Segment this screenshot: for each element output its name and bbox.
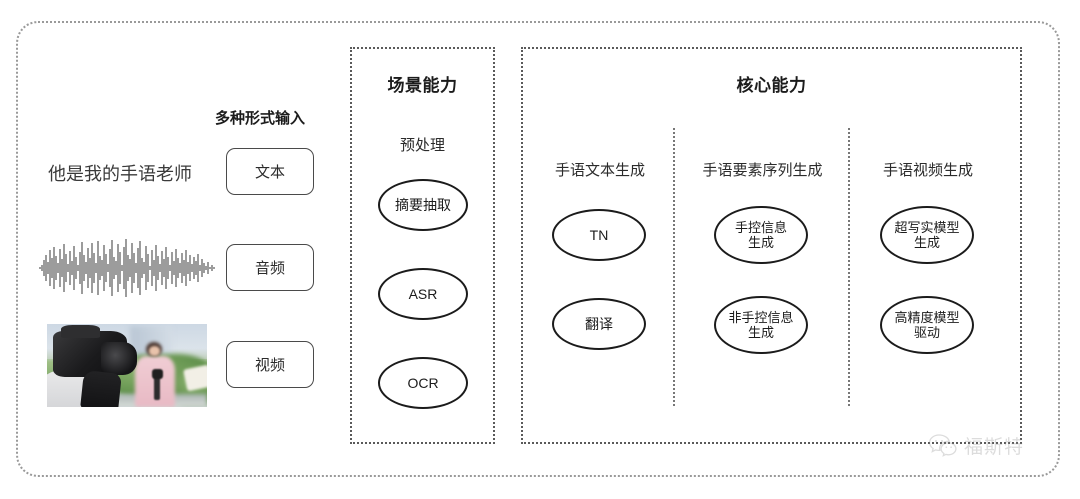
node-manual-signal-generation-label: 手控信息 生成: [734, 219, 787, 250]
node-summary-extraction[interactable]: 摘要抽取: [378, 179, 468, 231]
core-column-label-element-sequence: 手语要素序列生成: [702, 162, 823, 179]
scene-capability-subtitle: 预处理: [399, 137, 445, 154]
modality-box-audio[interactable]: 音频: [226, 244, 314, 291]
sample-sentence-text: 他是我的手语老师: [48, 164, 192, 184]
scene-capability-title: 场景能力: [387, 76, 458, 95]
node-hyperrealistic-model-generation[interactable]: 超写实模型 生成: [880, 206, 974, 264]
core-column-label-text-generation: 手语文本生成: [554, 162, 645, 179]
watermark: 福斯特: [928, 432, 1024, 459]
node-high-precision-model-drive[interactable]: 高精度模型 驱动: [880, 296, 974, 354]
core-capability-title: 核心能力: [736, 76, 807, 95]
scene-capability-panel: 场景能力 预处理: [350, 47, 495, 444]
modality-box-video-label: 视频: [254, 357, 285, 374]
node-manual-signal-generation[interactable]: 手控信息 生成: [714, 206, 808, 264]
node-translation-label: 翻译: [585, 315, 613, 332]
node-ocr[interactable]: OCR: [378, 357, 468, 409]
node-summary-extraction-label: 摘要抽取: [395, 196, 451, 213]
node-translation[interactable]: 翻译: [552, 298, 646, 350]
node-tn[interactable]: TN: [552, 209, 646, 261]
node-asr-label: ASR: [408, 285, 438, 302]
node-asr[interactable]: ASR: [378, 268, 468, 320]
video-thumbnail: [47, 324, 207, 407]
core-panel-divider-1: [673, 128, 675, 406]
input-section-heading: 多种形式输入: [215, 110, 306, 127]
wechat-icon: [928, 433, 957, 457]
core-capability-panel: 核心能力: [521, 47, 1022, 444]
modality-box-text[interactable]: 文本: [226, 148, 314, 195]
node-non-manual-signal-generation[interactable]: 非手控信息 生成: [714, 296, 808, 354]
node-high-precision-model-drive-label: 高精度模型 驱动: [894, 309, 960, 340]
node-hyperrealistic-model-generation-label: 超写实模型 生成: [894, 219, 960, 250]
core-column-label-video-generation: 手语视频生成: [882, 162, 973, 179]
audio-waveform-icon: [39, 239, 215, 297]
core-panel-divider-2: [848, 128, 850, 406]
outer-frame: [16, 21, 1060, 477]
modality-box-video[interactable]: 视频: [226, 341, 314, 388]
modality-box-text-label: 文本: [254, 164, 285, 181]
node-tn-label: TN: [589, 226, 609, 243]
node-ocr-label: OCR: [407, 374, 439, 391]
watermark-text: 福斯特: [964, 437, 1025, 458]
modality-box-audio-label: 音频: [254, 260, 285, 277]
node-non-manual-signal-generation-label: 非手控信息 生成: [728, 309, 794, 340]
